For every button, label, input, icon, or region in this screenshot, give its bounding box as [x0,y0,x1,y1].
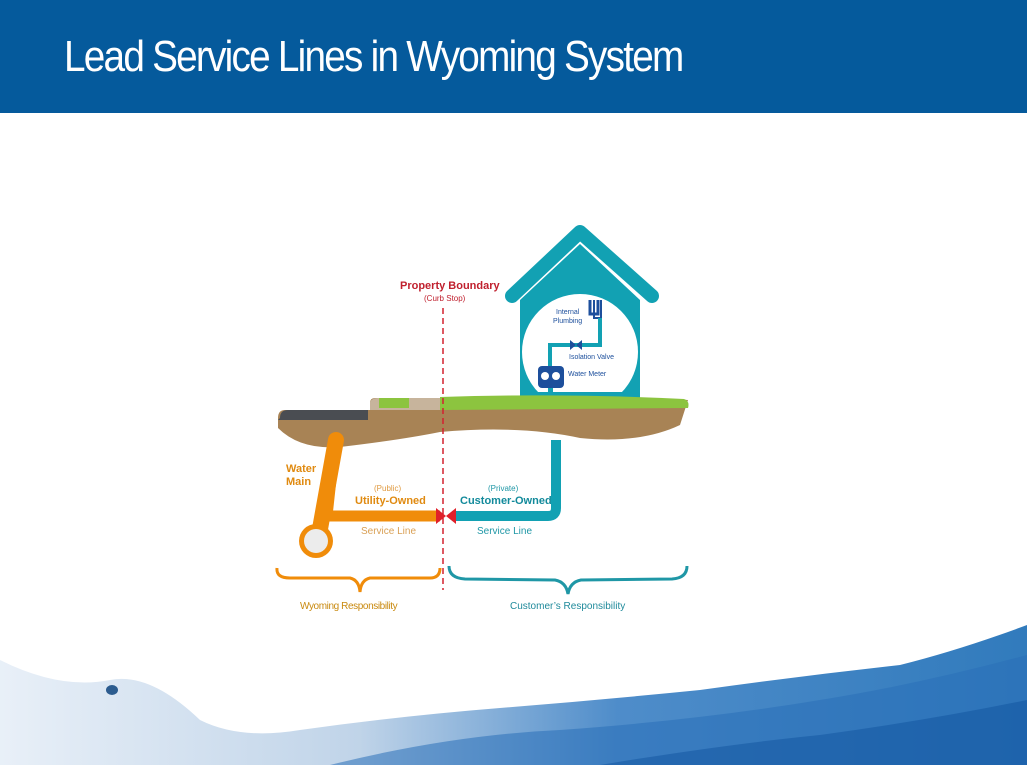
customer-responsibility-label: Customer’s Responsibility [510,601,626,612]
public-qualifier-label: (Public) [374,484,402,493]
internal-plumbing-label-line2: Plumbing [553,318,583,325]
water-main-label-line1: Water [286,463,317,475]
water-main-pipe [299,432,440,558]
utility-owned-label: Utility-Owned [355,495,426,507]
curb-stop-valve-icon [436,508,456,524]
wyoming-responsibility-label: Wyoming Responsibility [300,601,398,612]
public-service-line-label: Service Line [361,526,417,537]
wyoming-responsibility-brace [275,567,442,593]
internal-plumbing-label-line1: Internal [556,309,580,316]
private-qualifier-label: (Private) [488,484,519,493]
customer-responsibility-brace [447,565,689,595]
property-boundary-label: Property Boundary [400,280,500,292]
private-service-line-label: Service Line [477,526,533,537]
curb-stop-label: (Curb Stop) [424,294,466,303]
water-main-label-line2: Main [286,476,312,488]
water-meter-icon [538,366,564,396]
customer-owned-label: Customer-Owned [460,495,552,507]
isolation-valve-label: Isolation Valve [569,354,615,361]
water-wave-decoration [0,625,1027,765]
isolation-valve-icon [570,340,582,350]
ground-cross-section [278,395,689,448]
page-title: Lead Service Lines in Wyoming System [64,32,684,81]
title-banner: Lead Service Lines in Wyoming System [0,0,1027,113]
customer-service-line-pipe [452,440,561,521]
water-meter-label: Water Meter [568,371,607,378]
